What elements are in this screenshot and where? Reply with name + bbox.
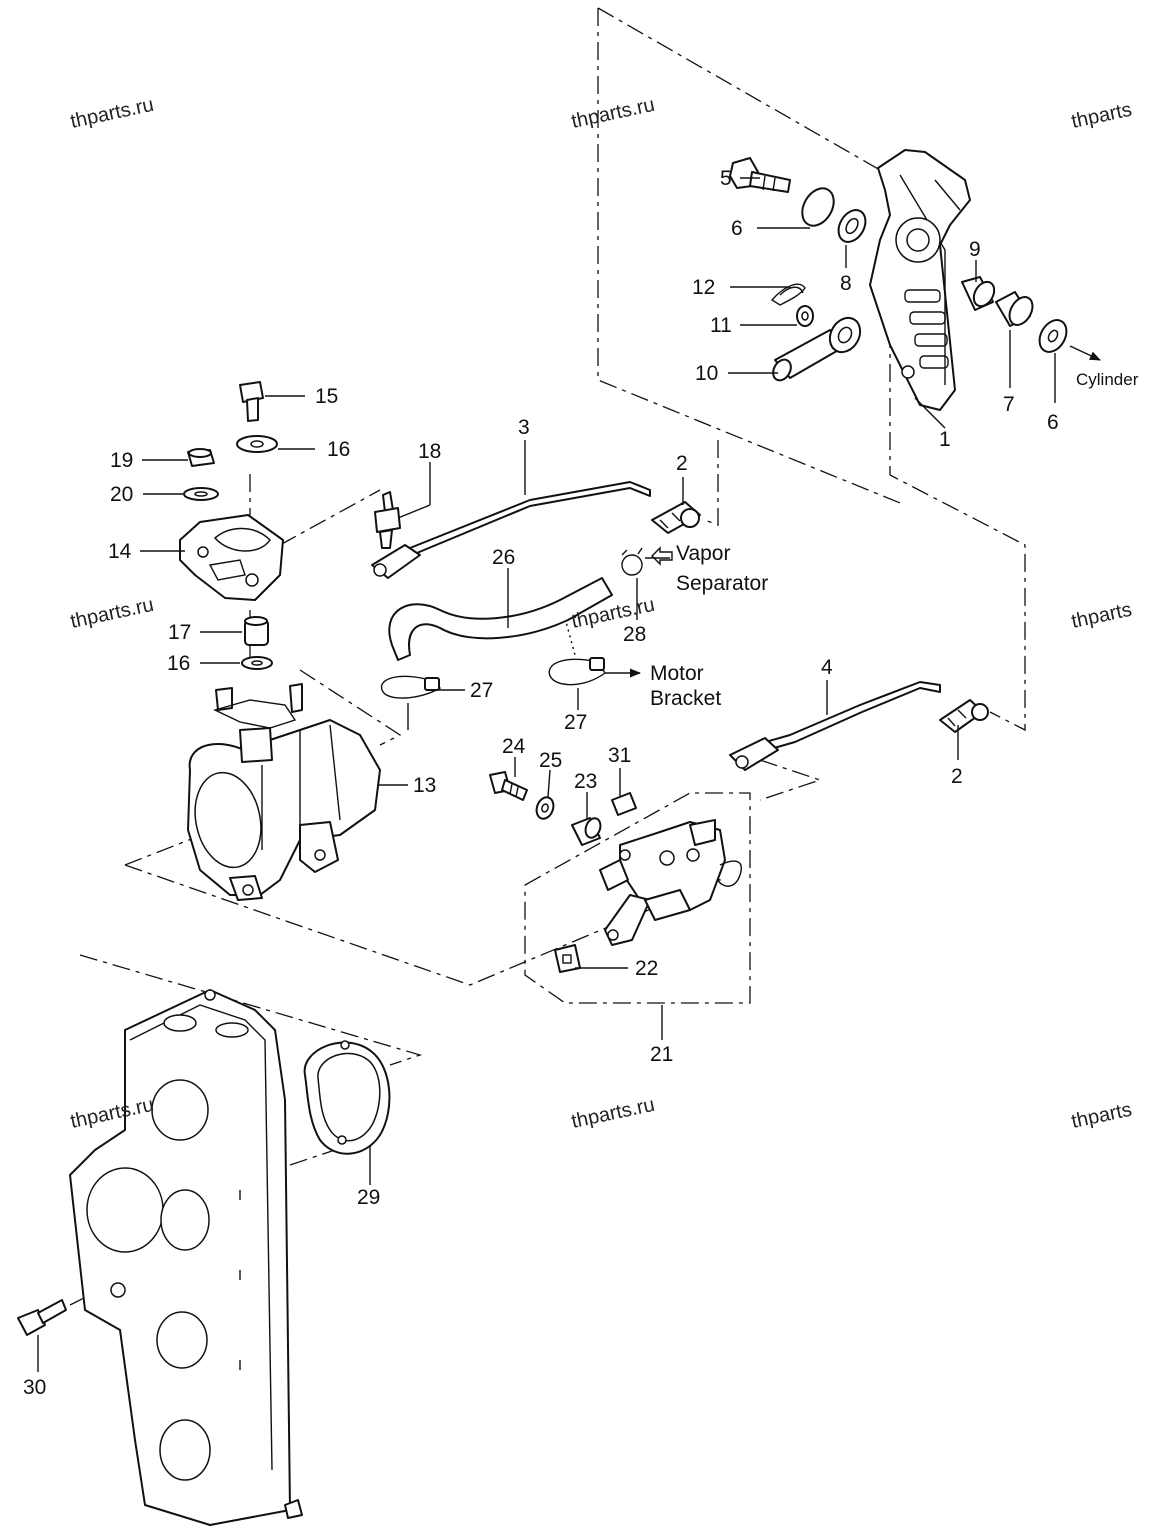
callout-29: 29 <box>357 1186 380 1209</box>
callout-6-upper: 6 <box>731 217 743 240</box>
callout-22: 22 <box>635 957 658 980</box>
callout-24: 24 <box>502 735 526 758</box>
callout-9: 9 <box>969 238 981 261</box>
part-16-washer-lower <box>241 656 273 670</box>
part-18-pivot <box>374 491 401 549</box>
callout-17: 17 <box>168 621 191 644</box>
watermark-3: thparts <box>1069 99 1133 133</box>
part-10-rod-end <box>772 316 862 382</box>
part-23-collar <box>571 817 602 846</box>
part-27-clamp-left <box>380 675 442 699</box>
part-2-joint-lower <box>939 699 989 733</box>
part-16-washer-upper <box>236 435 278 453</box>
callout-8: 8 <box>840 272 852 295</box>
callout-1: 1 <box>939 428 951 451</box>
part-1-throttle-arm <box>869 149 971 411</box>
part-30-bolt <box>17 1299 67 1336</box>
callout-19: 19 <box>110 449 133 472</box>
watermark-4: thparts.ru <box>68 594 155 633</box>
watermark-2: thparts.ru <box>569 94 656 133</box>
watermark-1: thparts.ru <box>68 94 155 133</box>
callout-14: 14 <box>108 540 132 563</box>
callout-16-lower: 16 <box>167 652 190 675</box>
callout-3: 3 <box>518 416 530 439</box>
note-cylinder: Cylinder <box>1076 370 1139 389</box>
part-5-bolt <box>729 157 791 193</box>
part-25-washer <box>535 796 555 820</box>
callout-5: 5 <box>720 167 732 190</box>
part-3-link-rod <box>371 481 651 579</box>
callout-2-upper: 2 <box>676 452 688 475</box>
callout-6-lower: 6 <box>1047 411 1059 434</box>
callout-28: 28 <box>623 623 646 646</box>
callout-27-right: 27 <box>564 711 587 734</box>
part-28-clip <box>621 547 643 576</box>
part-20-washer <box>183 487 219 501</box>
leader-lines <box>37 177 1102 1372</box>
part-13-throttle-body <box>187 683 381 901</box>
part-15-bolt <box>239 381 264 422</box>
callout-30: 30 <box>23 1376 46 1399</box>
part-2-joint-upper <box>651 501 701 534</box>
destination-notes: Cylinder Vapor Separator Motor Bracket <box>650 370 1139 710</box>
part-19-nut <box>187 448 215 467</box>
callout-26: 26 <box>492 546 515 569</box>
part-6-washer-lower <box>1038 319 1068 353</box>
part-14-bracket <box>179 514 284 601</box>
part-4-link-rod <box>729 681 941 771</box>
callout-27-left: 27 <box>470 679 493 702</box>
part-31-label <box>611 792 637 816</box>
callout-11: 11 <box>710 314 732 337</box>
part-29-gasket <box>303 1040 391 1155</box>
callout-13: 13 <box>413 774 436 797</box>
part-7-bushing <box>995 291 1034 327</box>
part-9-collar <box>961 276 996 311</box>
part-8-washer <box>837 209 867 243</box>
note-separator: Separator <box>676 572 768 595</box>
callout-18: 18 <box>418 440 441 463</box>
callout-21: 21 <box>650 1043 673 1066</box>
callout-23: 23 <box>574 770 597 793</box>
part-12-clip <box>770 283 806 306</box>
note-bracket: Bracket <box>650 687 721 710</box>
callout-7: 7 <box>1003 393 1015 416</box>
part-17-collar <box>244 616 269 646</box>
part-6-washer-upper <box>801 187 835 227</box>
note-motor: Motor <box>650 662 704 685</box>
part-27-clamp-right <box>548 657 606 686</box>
part-21-link-assembly <box>599 819 742 946</box>
part-26-hose <box>388 577 613 661</box>
watermark-6: thparts <box>1069 599 1133 633</box>
callout-25: 25 <box>539 749 562 772</box>
intake-manifold <box>69 989 303 1526</box>
callout-numbers: 1 2 2 3 4 5 6 6 7 8 9 10 11 12 13 14 15 … <box>23 167 1059 1399</box>
callout-10: 10 <box>695 362 718 385</box>
watermark-8: thparts.ru <box>569 1094 656 1133</box>
callout-16-upper: 16 <box>327 438 350 461</box>
callout-20: 20 <box>110 483 133 506</box>
callout-2-lower: 2 <box>951 765 963 788</box>
callout-4: 4 <box>821 656 833 679</box>
part-11-nut <box>796 305 814 327</box>
callout-15: 15 <box>315 385 338 408</box>
callout-31: 31 <box>608 744 631 767</box>
note-vapor: Vapor <box>676 542 730 565</box>
vapor-arrow-icon <box>651 546 673 566</box>
watermark-9: thparts <box>1069 1099 1133 1133</box>
callout-12: 12 <box>692 276 715 299</box>
part-24-screw <box>489 771 528 801</box>
